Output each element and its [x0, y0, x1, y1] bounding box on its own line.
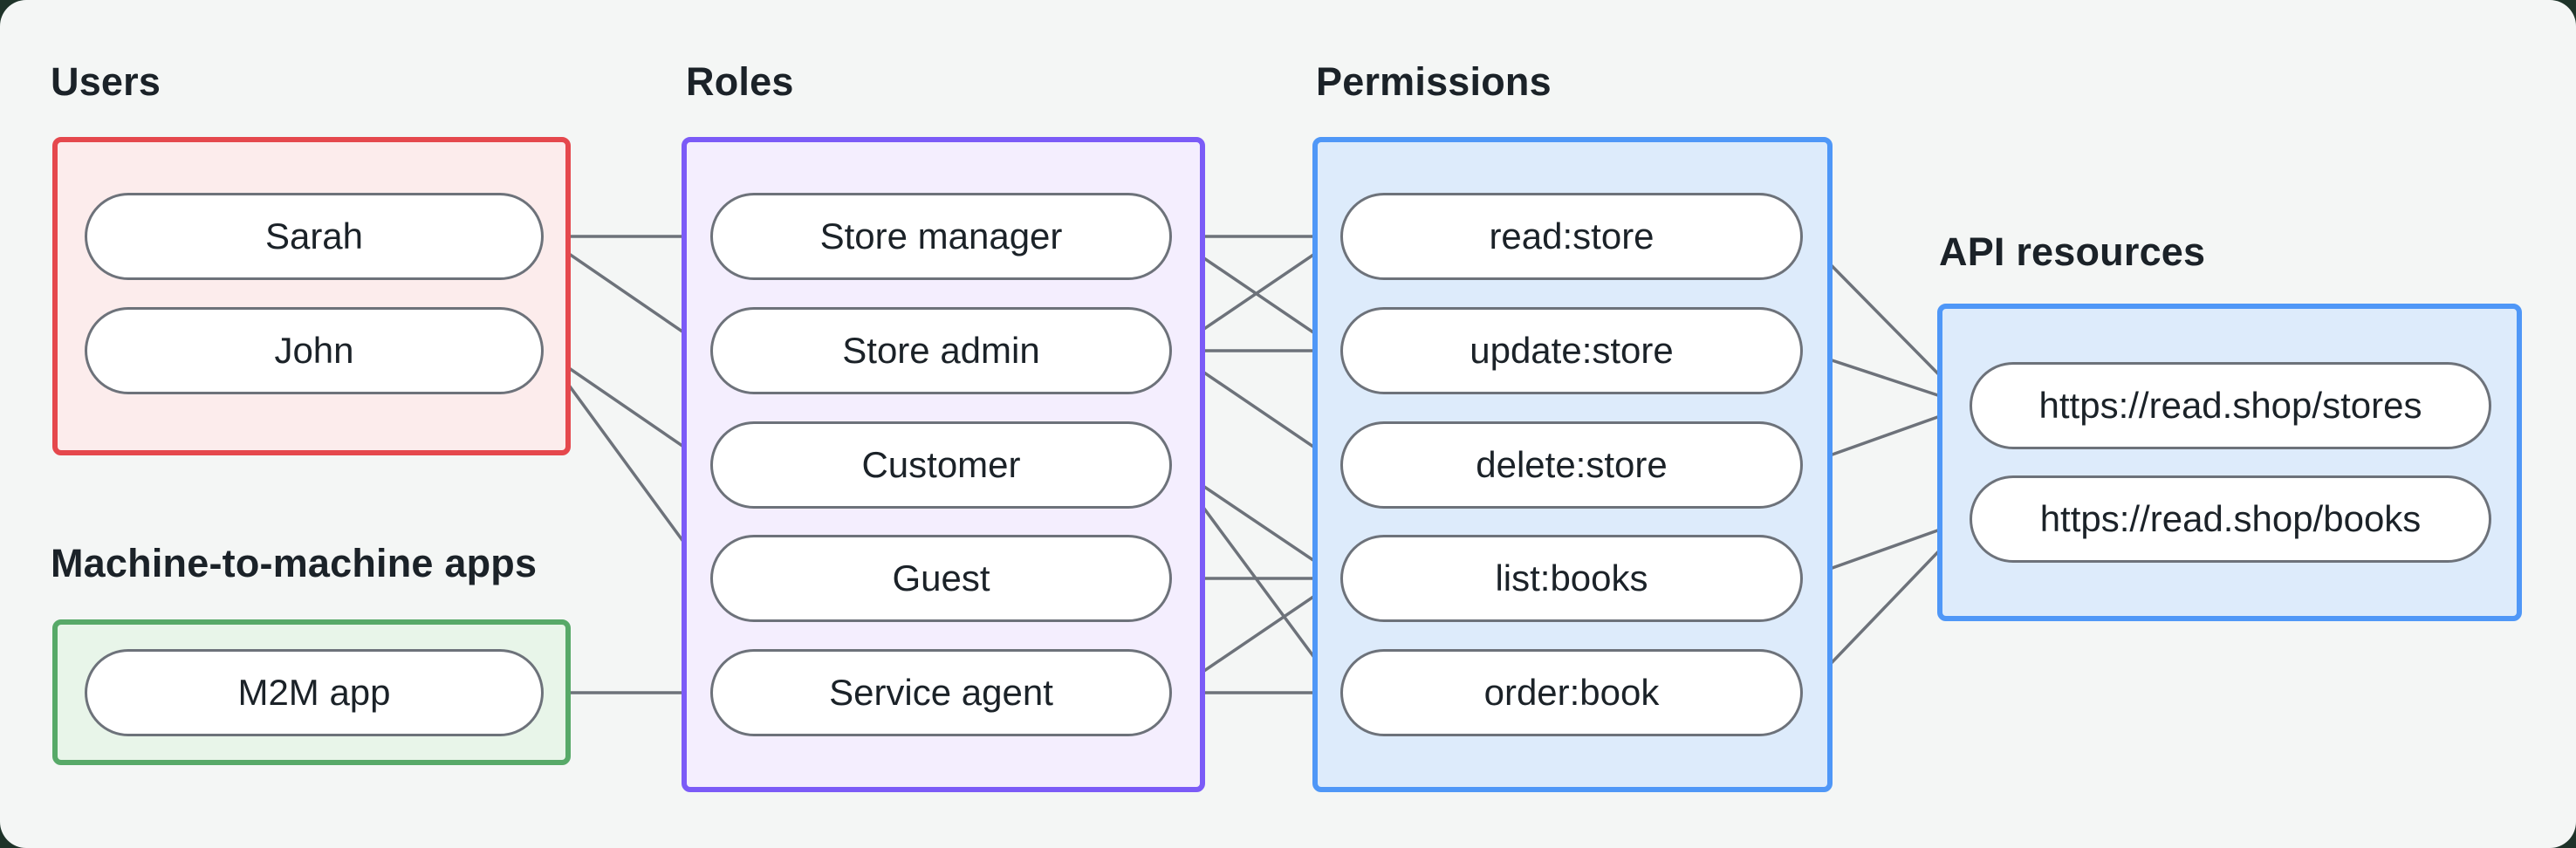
list-books-node-label: list:books: [1495, 557, 1648, 598]
sarah-node-label: Sarah: [264, 215, 364, 256]
customer-node[interactable]: Customer: [710, 421, 1172, 509]
stores-api-node-label: https://read.shop/stores: [2038, 385, 2422, 426]
john-node[interactable]: John: [85, 307, 544, 394]
store-admin-node-label: Store admin: [842, 330, 1040, 371]
store-manager-node-label: Store manager: [819, 215, 1063, 256]
read-store-node[interactable]: read:store: [1340, 193, 1803, 280]
john-node-label: John: [274, 330, 354, 371]
guest-node[interactable]: Guest: [710, 535, 1172, 622]
books-api-node-label: https://read.shop/books: [2039, 498, 2422, 539]
api-resources-box: [1937, 304, 2522, 621]
order-book-node-label: order:book: [1483, 672, 1660, 713]
stores-api-node[interactable]: https://read.shop/stores: [1970, 362, 2491, 449]
delete-store-node[interactable]: delete:store: [1340, 421, 1803, 509]
read-store-node-label: read:store: [1489, 215, 1655, 256]
store-admin-node[interactable]: Store admin: [710, 307, 1172, 394]
permissions-label: Permissions: [1316, 59, 1552, 104]
service-agent-node[interactable]: Service agent: [710, 649, 1172, 736]
customer-node-label: Customer: [861, 444, 1021, 485]
service-agent-node-label: Service agent: [829, 672, 1053, 713]
update-store-node[interactable]: update:store: [1340, 307, 1803, 394]
m2m-app-node-label: M2M app: [237, 672, 391, 713]
users-label: Users: [51, 59, 161, 104]
sarah-node[interactable]: Sarah: [85, 193, 544, 280]
list-books-node[interactable]: list:books: [1340, 535, 1803, 622]
roles-label: Roles: [686, 59, 794, 104]
books-api-node[interactable]: https://read.shop/books: [1970, 475, 2491, 563]
guest-node-label: Guest: [892, 557, 990, 598]
m2m-apps-label: Machine-to-machine apps: [51, 541, 538, 585]
delete-store-node-label: delete:store: [1476, 444, 1668, 485]
users-box: [52, 137, 571, 455]
store-manager-node[interactable]: Store manager: [710, 193, 1172, 280]
order-book-node[interactable]: order:book: [1340, 649, 1803, 736]
update-store-node-label: update:store: [1470, 330, 1674, 371]
api-resources-label: API resources: [1939, 229, 2206, 274]
m2m-app-node[interactable]: M2M app: [85, 649, 544, 736]
